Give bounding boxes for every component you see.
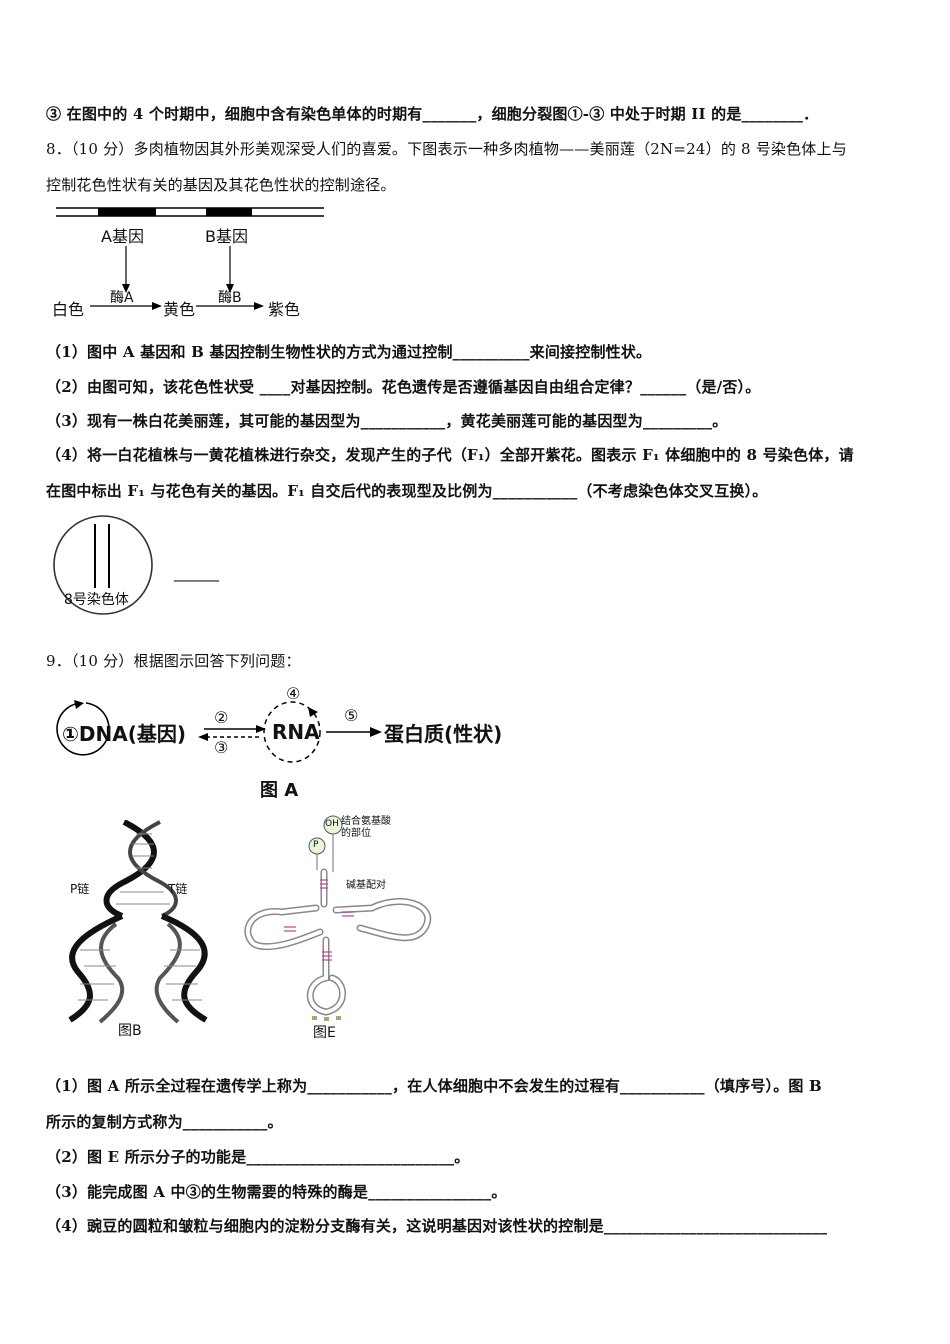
q9-heading: 9．（10 分）根据图示回答下列问题： [46, 652, 301, 670]
yellow-color-label: 黄色 [163, 300, 196, 319]
q9-part2: （2）图 E 所示分子的功能是_________________________… [46, 1148, 470, 1166]
figure-e-caption: 图E [313, 1025, 336, 1041]
q8-part1: （1）图中 A 基因和 B 基因控制生物性状的方式为通过控制__________… [46, 343, 652, 361]
aa-binding-site-label-2: 的部位 [341, 828, 371, 839]
q9-part4: （4）豌豆的圆粒和皱粒与细胞内的淀粉分支酶有关，这说明基因对该性状的控制是___… [46, 1217, 828, 1235]
process-2-label: ② [214, 708, 229, 727]
figure-a-caption: 图 A [260, 780, 299, 801]
gene-b-segment [206, 208, 252, 216]
q9-part1-a: （1）图 A 所示全过程在遗传学上称为___________，在人体细胞中不会发… [46, 1077, 822, 1095]
gene-a-segment [98, 208, 156, 216]
process-5-label: ⑤ [344, 706, 359, 725]
chromosome-8-label: 8号染色体 [64, 592, 129, 608]
gene-pathway-diagram [56, 207, 324, 310]
q8-part2: （2）由图可知，该花色性状受 ____对基因控制。花色遗传是否遵循基因自由组合定… [46, 378, 761, 396]
q8-heading-1: 8．（10 分）多肉植物因其外形美观深受人们的喜爱。下图表示一种多肉植物——美丽… [46, 140, 847, 158]
white-color-label: 白色 [52, 300, 85, 319]
enzyme-a-label: 酶A [110, 290, 134, 306]
gene-b-label: B基因 [205, 227, 248, 246]
purple-color-label: 紫色 [268, 300, 301, 319]
q9-part1-b: 所示的复制方式称为___________。 [46, 1113, 283, 1131]
figure-a-central-dogma [56, 700, 382, 763]
base-pair-label: 碱基配对 [346, 880, 386, 891]
aa-binding-site-label-1: 结合氨基酸 [341, 816, 391, 827]
gene-a-label: A基因 [101, 227, 144, 246]
q7-part3: ③ 在图中的 4 个时期中，细胞中含有染色单体的时期有_______，细胞分裂图… [46, 105, 819, 123]
dna-gene-label: ①DNA(基因) [62, 722, 187, 746]
chromosome-cell-figure [53, 515, 153, 615]
rna-label: RNA [272, 720, 320, 744]
process-3-label: ③ [214, 738, 229, 757]
protein-trait-label: 蛋白质(性状) [384, 722, 503, 746]
figure-e-trna [244, 815, 432, 1021]
enzyme-b-label: 酶B [218, 290, 242, 306]
q8-part4-a: （4）将一白花植株与一黄花植株进行杂交，发现产生的子代（F₁）全部开紫花。图表示… [46, 446, 854, 464]
q9-part3: （3）能完成图 A 中③的生物需要的特殊的酶是________________。 [46, 1183, 507, 1201]
trna-oh-label: OH [325, 819, 339, 829]
p-chain-label: P链 [70, 882, 90, 896]
q8-part3: （3）现有一株白花美丽莲，其可能的基因型为___________，黄花美丽莲可能… [46, 412, 728, 430]
trna-p-label: P [313, 840, 319, 850]
t-chain-label: T链 [168, 882, 188, 896]
q8-heading-2: 控制花色性状有关的基因及其花色性状的控制途径。 [46, 176, 396, 194]
process-4-label: ④ [286, 684, 301, 703]
q8-part4-b: 在图中标出 F₁ 与花色有关的基因。F₁ 自交后代的表现型及比例为_______… [46, 482, 768, 500]
chromosome-answer-blank: ______ [174, 564, 219, 582]
figure-b-caption: 图B [118, 1023, 142, 1039]
figure-b-dna-replication [68, 820, 208, 1024]
